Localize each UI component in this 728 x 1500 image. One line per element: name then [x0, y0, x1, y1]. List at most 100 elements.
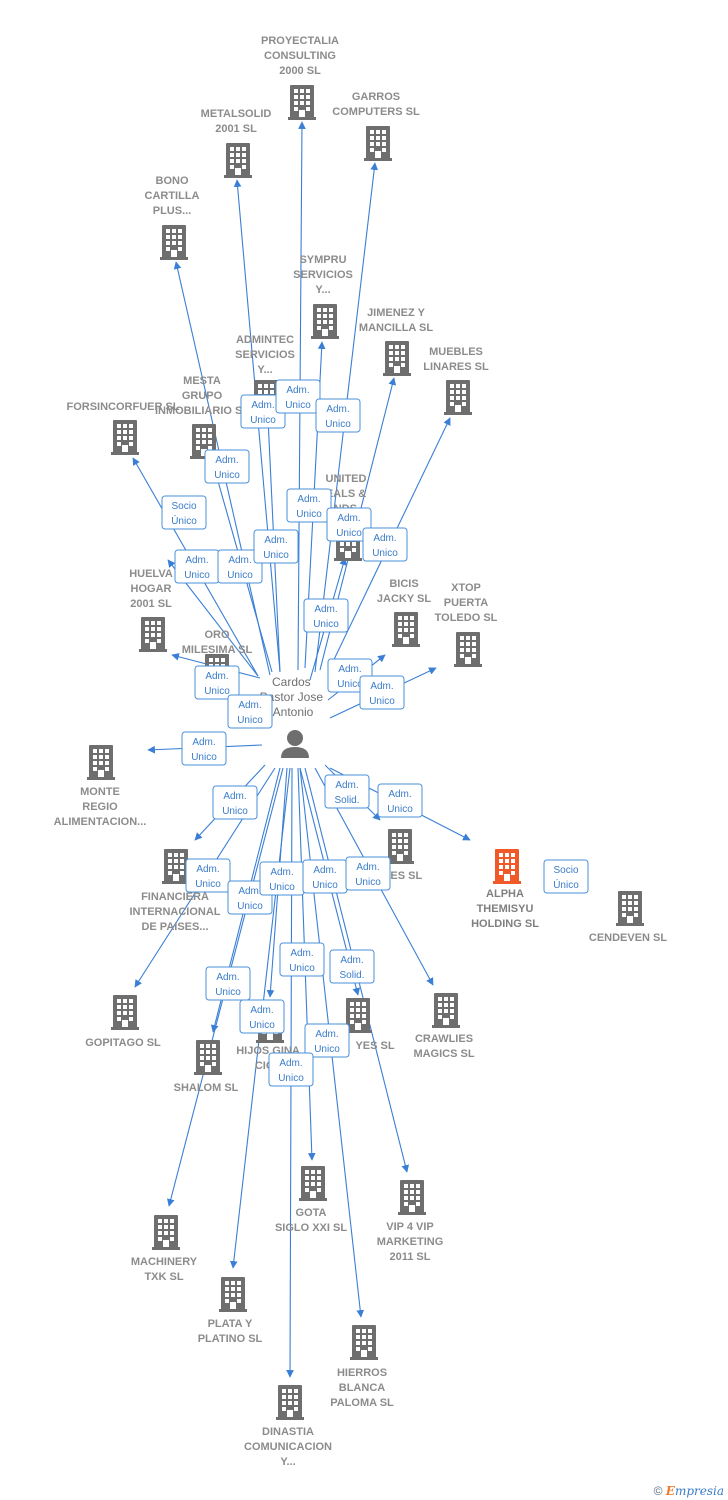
edge-label-badge[interactable]: Adm.Unico	[279, 942, 325, 977]
edge-label-badge[interactable]: Adm.Unico	[286, 488, 332, 523]
edge-label-badge[interactable]: Adm.Unico	[377, 783, 423, 818]
building-icon	[194, 1040, 222, 1075]
edge-label-badge[interactable]: Adm.Unico	[239, 999, 285, 1034]
edge-label-badge[interactable]: Adm.Unico	[362, 527, 408, 562]
edge-label-text: Adm.Unico	[263, 535, 289, 561]
company-node-gopitago[interactable]: GOPITAGO SL	[85, 995, 161, 1049]
edge-label-box	[204, 449, 250, 484]
building-icon	[454, 632, 482, 667]
edge-label-badge[interactable]: Adm.Unico	[268, 1052, 314, 1087]
company-node-yes[interactable]: YES SL	[344, 998, 395, 1052]
edge-label-badge[interactable]: Adm.Solid.	[329, 949, 375, 984]
edge-label-badge[interactable]: Adm.Unico	[217, 549, 263, 584]
edge-label-badge[interactable]: Adm.Unico	[212, 785, 258, 820]
edge-label-badge[interactable]: Adm.Unico	[205, 966, 251, 1001]
edge-label-text: Adm.Solid.	[339, 955, 364, 981]
edge-label-badge[interactable]: Adm.Unico	[174, 549, 220, 584]
edge-label-badge[interactable]: Adm.Unico	[194, 665, 240, 700]
edge-label-box	[286, 488, 332, 523]
company-node-shalom[interactable]: SHALOM SL	[174, 1040, 239, 1094]
company-node-cendeven[interactable]: CENDEVEN SL	[589, 891, 668, 944]
edge-label-badge[interactable]: Adm.Solid.	[324, 774, 370, 809]
edge-label-badge[interactable]: Adm.Unico	[185, 858, 231, 893]
building-icon	[398, 1180, 426, 1215]
building-icon	[224, 143, 252, 178]
edge-label-box	[161, 495, 207, 530]
brand-e: E	[665, 1484, 675, 1498]
edge-label-badge[interactable]: Adm.Unico	[227, 694, 273, 729]
edge-label-text: Adm.Unico	[289, 948, 315, 974]
edge-label-box	[304, 1023, 350, 1058]
edge-label-box	[279, 942, 325, 977]
edge-label-badge[interactable]: Adm.Unico	[302, 859, 348, 894]
building-icon	[383, 341, 411, 376]
building-icon	[219, 1277, 247, 1312]
edge-label-badge[interactable]: Adm.Unico	[315, 398, 361, 433]
company-label: FORSINCORFUER SL	[66, 401, 179, 413]
person-icon	[281, 730, 309, 758]
edge-label-box	[205, 966, 251, 1001]
edge-label-badge[interactable]: Adm.Unico	[204, 449, 250, 484]
building-icon	[111, 995, 139, 1030]
edge-label-badge[interactable]: Adm.Unico	[303, 598, 349, 633]
edge-label-badge[interactable]: Adm.Unico	[345, 856, 391, 891]
edge-label-badge[interactable]: Adm.Unico	[181, 731, 227, 766]
building-icon	[299, 1166, 327, 1201]
edge-label-text: Adm.Unico	[191, 737, 217, 763]
edge-label-box	[303, 598, 349, 633]
company-node-forsincorfuer[interactable]: FORSINCORFUER SL	[66, 401, 180, 455]
edge-label-badge[interactable]: Adm.Unico	[259, 861, 305, 896]
edge-label-text: Adm.Solid.	[334, 780, 359, 806]
edge-label-text: Adm.Unico	[325, 404, 351, 430]
building-icon	[139, 617, 167, 652]
edge-label-badge[interactable]: Adm.Unico	[253, 529, 299, 564]
edge-label-text: Adm.Unico	[337, 664, 363, 690]
company-label: CENDEVEN SL	[589, 932, 668, 944]
brand-name: mpresia	[674, 1484, 724, 1498]
edge-label-box	[212, 785, 258, 820]
edge-label-box	[329, 949, 375, 984]
edge-label-badge[interactable]: Adm.Unico	[326, 507, 372, 542]
center-person[interactable]: Cardos Pastor Jose Antonio	[260, 675, 327, 758]
edge-label-box	[194, 665, 240, 700]
edge-label-text: Adm.Unico	[278, 1058, 304, 1084]
edge-label-box	[185, 858, 231, 893]
edge-label-badge[interactable]: Adm.Unico	[275, 379, 321, 414]
edge-label-badge[interactable]: Adm.Unico	[359, 675, 405, 710]
copyright-symbol: ©	[653, 1484, 663, 1498]
brand-footer[interactable]: © Empresia	[654, 1484, 724, 1498]
edge-label-badge[interactable]: Adm.Unico	[304, 1023, 350, 1058]
